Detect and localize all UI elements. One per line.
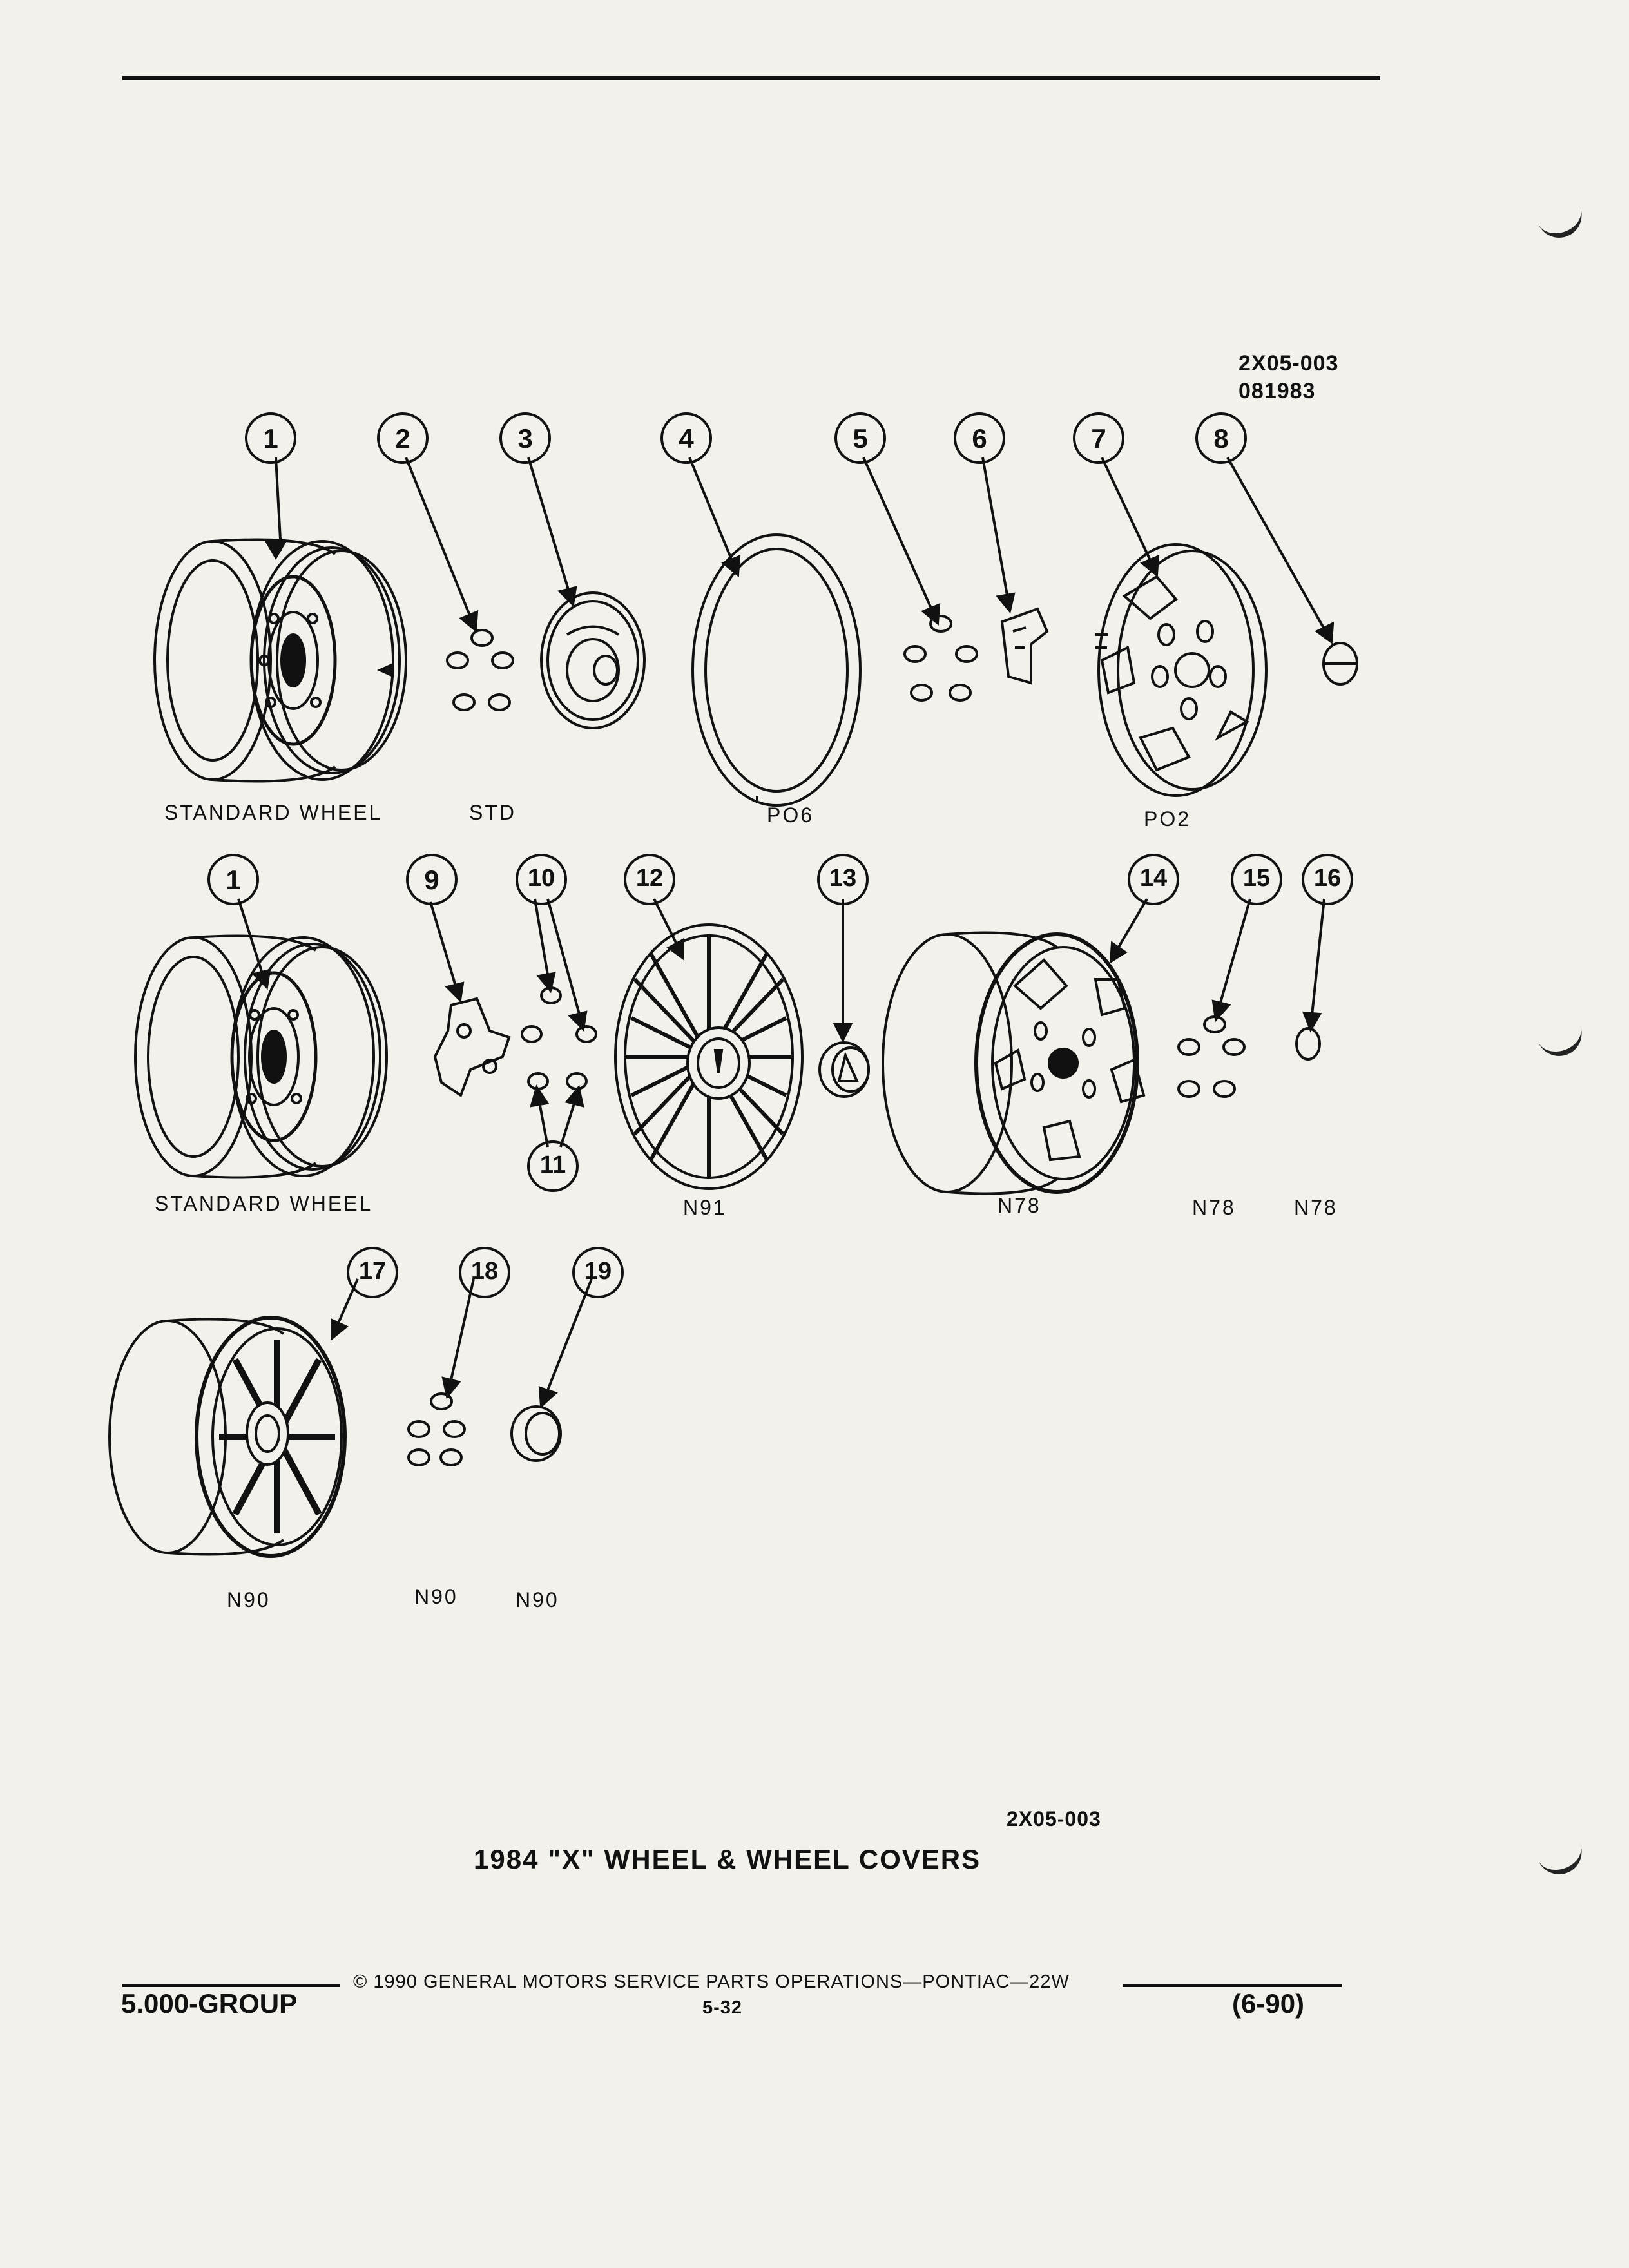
callout-number: 14 <box>1139 865 1168 892</box>
footer-copyright: © 1990 GENERAL MOTORS SERVICE PARTS OPER… <box>353 1972 1070 1992</box>
hub-cap-drawing <box>540 591 646 729</box>
part-label: STANDARD WHEEL <box>155 1192 373 1215</box>
cast-wheel-drawing <box>108 1316 347 1558</box>
callout-number: 18 <box>470 1258 499 1285</box>
part-label: N91 <box>683 1196 727 1219</box>
lug-nuts-drawing <box>903 615 978 702</box>
center-cap-drawing <box>510 1405 562 1462</box>
callout-number: 15 <box>1242 865 1271 892</box>
figure-code: 2X05-003 <box>1007 1807 1101 1831</box>
lug-nuts-drawing <box>446 629 514 711</box>
date-code: 081983 <box>1239 379 1316 403</box>
styled-wheel-drawing <box>882 931 1146 1195</box>
ref-code: 2X05-003 <box>1239 351 1339 376</box>
part-label: STANDARD WHEEL <box>164 801 383 824</box>
callout-number: 19 <box>584 1258 612 1285</box>
trim-ring-drawing <box>691 533 862 807</box>
callout-number: 10 <box>527 865 555 892</box>
callout-number: 3 <box>517 423 533 454</box>
callout-number: 8 <box>1213 423 1229 454</box>
callout-number: 9 <box>424 865 439 895</box>
top-rule <box>122 76 1380 80</box>
part-label: STD <box>469 801 516 824</box>
callout-number: 17 <box>358 1258 387 1285</box>
callout-number: 2 <box>395 423 410 454</box>
callout-number: 1 <box>226 865 241 895</box>
callout-number: 12 <box>635 865 664 892</box>
callout-number: 1 <box>263 423 278 454</box>
cover-retainer-drawing <box>433 997 511 1098</box>
callout-number: 4 <box>679 423 694 454</box>
part-label: N78 <box>1294 1196 1338 1219</box>
callout-number: 13 <box>829 865 857 892</box>
callout-number: 7 <box>1091 423 1106 454</box>
lug-nuts-drawing <box>407 1392 466 1466</box>
part-label: N78 <box>998 1194 1041 1217</box>
leader-lines <box>237 457 1335 1409</box>
center-emblem-drawing <box>818 1041 870 1098</box>
callout-number: 16 <box>1313 865 1342 892</box>
footer-rule-right <box>1123 1984 1342 1987</box>
standard-wheel-drawing <box>153 538 407 783</box>
part-label: N90 <box>516 1588 559 1611</box>
figure-title: 1984 "X" WHEEL & WHEEL COVERS <box>474 1844 981 1874</box>
footer-rule-left <box>122 1984 340 1987</box>
footer-page: 5-32 <box>702 1997 743 2018</box>
part-label: PO6 <box>767 803 815 827</box>
wire-wheel-cover-drawing <box>614 923 804 1190</box>
footer-revision: (6-90) <box>1232 1988 1305 2019</box>
wheel-cover-drawing <box>1095 543 1268 797</box>
footer-group: 5.000-GROUP <box>121 1988 298 2019</box>
lug-nuts-drawing <box>1177 1015 1246 1098</box>
standard-wheel-drawing <box>134 934 388 1179</box>
part-label: N90 <box>414 1585 458 1608</box>
callout-number: 6 <box>972 423 987 454</box>
part-label: N78 <box>1192 1196 1236 1219</box>
center-cap-drawing <box>1295 1027 1321 1061</box>
callout-number: 5 <box>853 423 868 454</box>
center-cap-drawing <box>1322 642 1358 686</box>
wheel-lock-drawing <box>1000 607 1049 685</box>
part-label: PO2 <box>1144 807 1191 831</box>
callout-number: 11 <box>539 1151 566 1178</box>
part-label: N90 <box>227 1588 271 1611</box>
callout-circles <box>207 412 1353 1298</box>
lug-nuts-drawing <box>521 986 597 1090</box>
